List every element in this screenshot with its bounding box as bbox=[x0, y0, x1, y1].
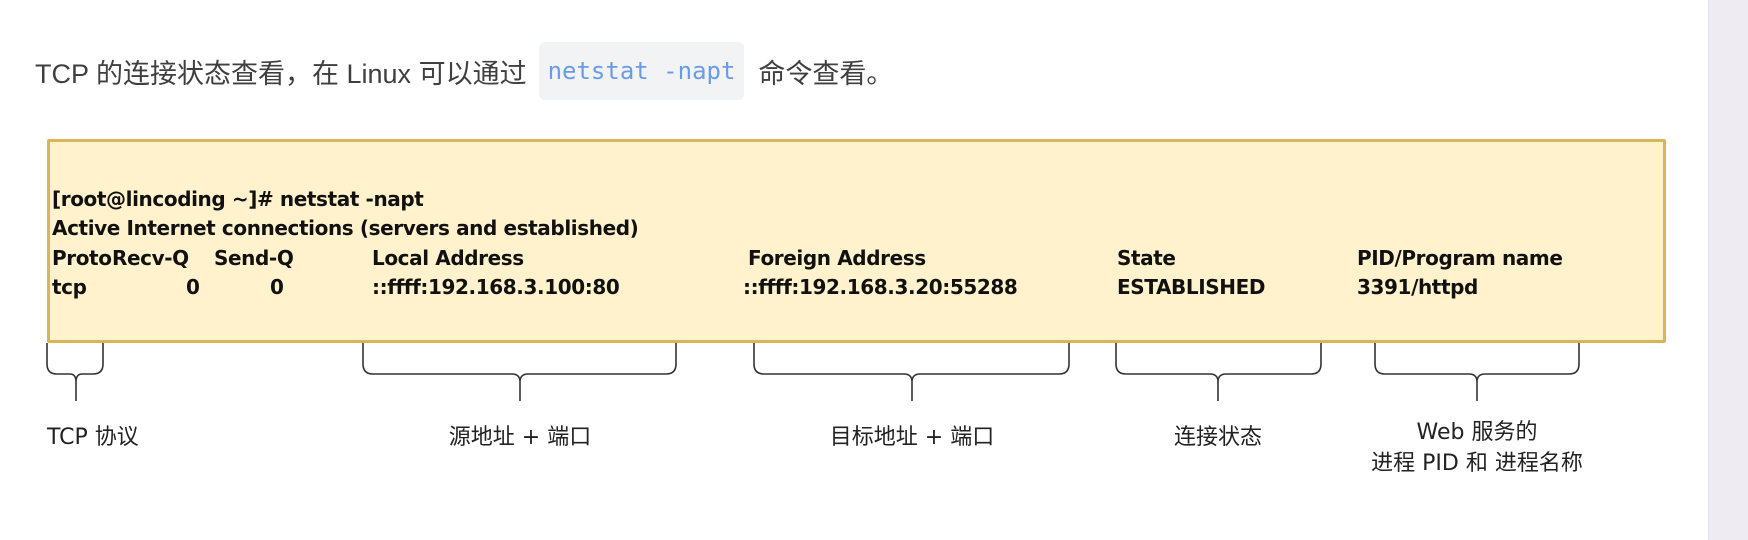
row-recv-q: 0 bbox=[186, 275, 200, 299]
header-foreign-address: Foreign Address bbox=[748, 246, 926, 270]
row-proto: tcp bbox=[52, 275, 87, 299]
intro-text-after: 命令查看。 bbox=[758, 58, 894, 89]
header-proto: Proto bbox=[52, 246, 112, 270]
inline-code-netstat: netstat -napt bbox=[538, 42, 745, 100]
header-pid-program: PID/Program name bbox=[1357, 246, 1563, 270]
row-send-q: 0 bbox=[270, 275, 284, 299]
header-recv-q: Recv-Q bbox=[112, 246, 189, 270]
label-source-address: 源地址 + 端口 bbox=[448, 425, 592, 450]
label-destination-address: 目标地址 + 端口 bbox=[829, 425, 995, 450]
row-foreign-address: ::ffff:192.168.3.20:55288 bbox=[743, 275, 1018, 299]
brace-proto-icon bbox=[46, 343, 104, 401]
prompt-line: [root@lincoding ~]# netstat -napt bbox=[52, 187, 424, 211]
row-local-address: ::ffff:192.168.3.100:80 bbox=[372, 275, 620, 299]
label-connection-state: 连接状态 bbox=[1173, 425, 1262, 450]
terminal-output-box bbox=[47, 139, 1666, 343]
row-pid-program: 3391/httpd bbox=[1357, 275, 1478, 299]
right-sidebar-panel bbox=[1708, 0, 1748, 540]
row-state: ESTABLISHED bbox=[1117, 275, 1266, 299]
label-pid-program-line2: 进程 PID 和 进程名称 bbox=[1371, 451, 1583, 476]
brace-state-icon bbox=[1115, 343, 1322, 401]
brace-pid-icon bbox=[1374, 343, 1580, 401]
intro-paragraph: TCP 的连接状态查看，在 Linux 可以通过 netstat -napt 命… bbox=[35, 42, 893, 100]
info-line: Active Internet connections (servers and… bbox=[52, 216, 639, 240]
header-state: State bbox=[1117, 246, 1176, 270]
brace-local-icon bbox=[362, 343, 677, 401]
header-local-address: Local Address bbox=[372, 246, 524, 270]
brace-foreign-icon bbox=[753, 343, 1070, 401]
intro-text-before: TCP 的连接状态查看，在 Linux 可以通过 bbox=[35, 58, 527, 89]
label-tcp-protocol: TCP 协议 bbox=[47, 425, 139, 450]
header-send-q: Send-Q bbox=[214, 246, 294, 270]
label-pid-program-line1: Web 服务的 bbox=[1416, 420, 1538, 445]
